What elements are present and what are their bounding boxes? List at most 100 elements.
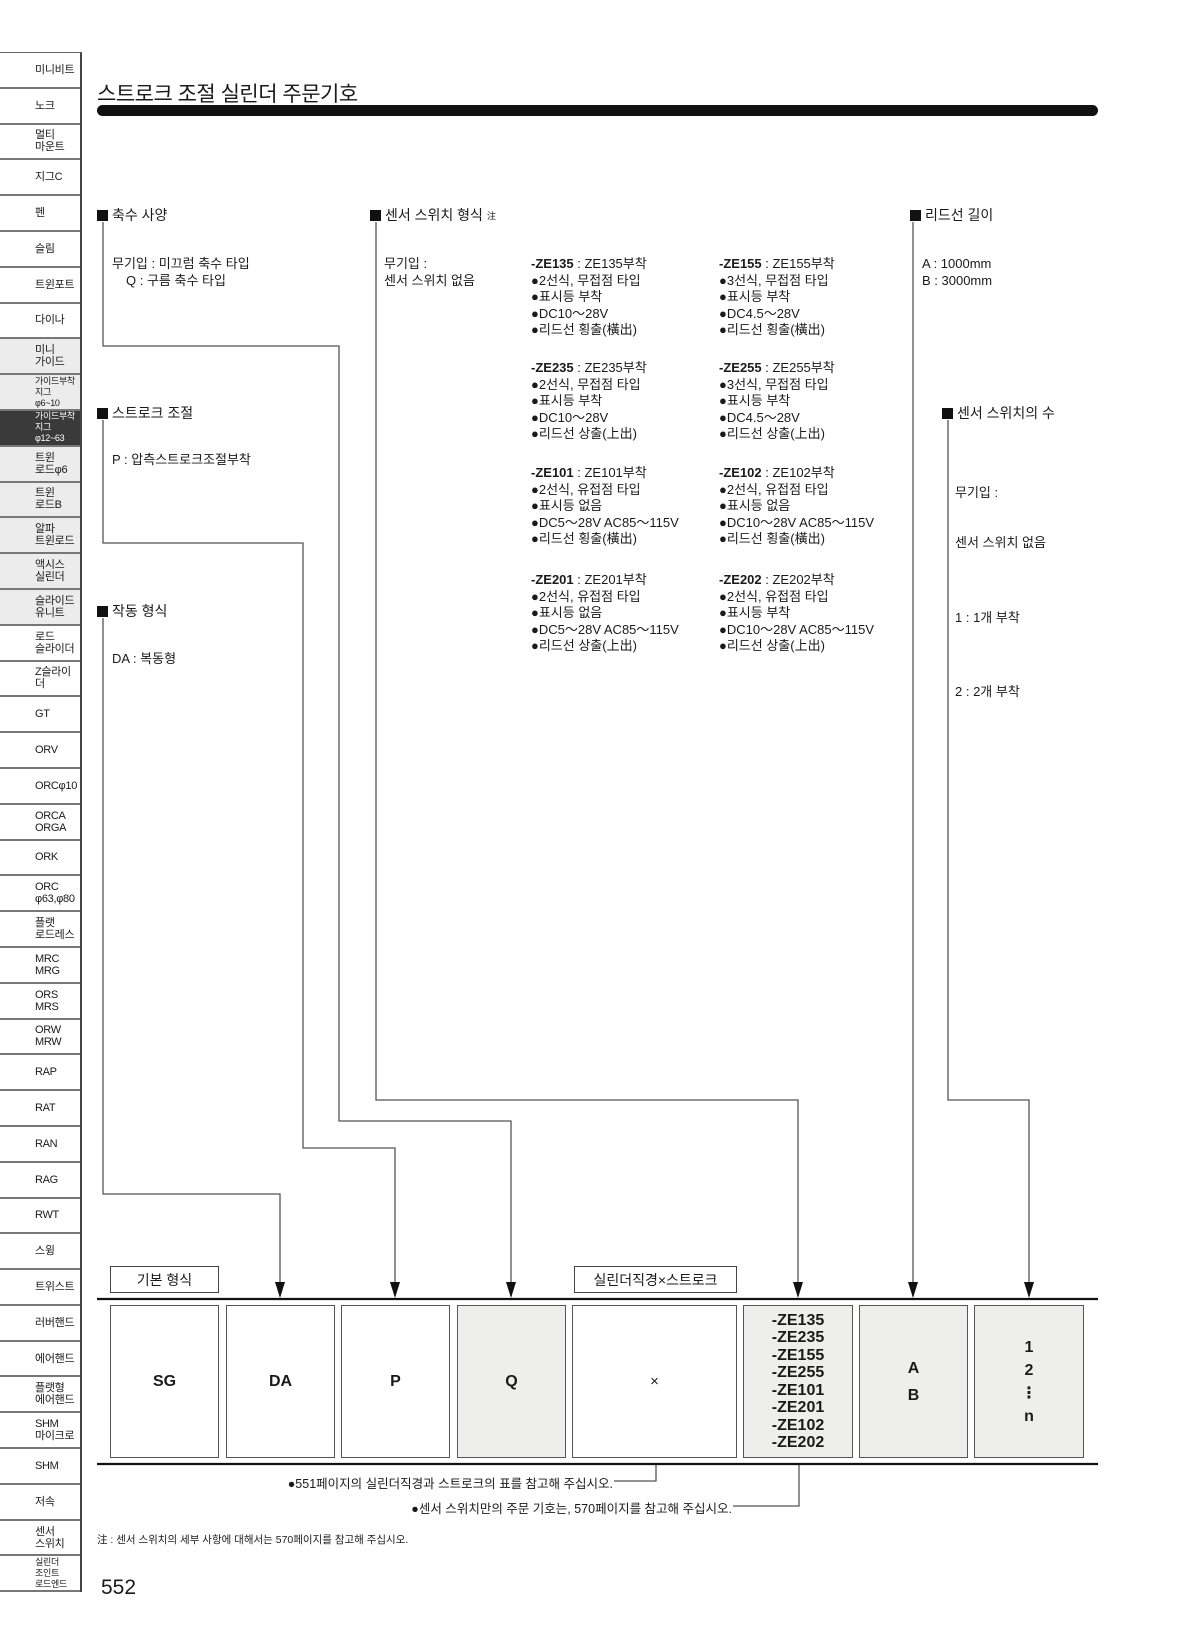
sidebar-item[interactable]: 멀티 마운트 (0, 125, 80, 161)
sensor-spec: ●표시등 없음 (719, 498, 791, 513)
order-code-box: × (572, 1305, 737, 1458)
connector-action (102, 618, 281, 1296)
sensor-type-block: -ZE102 : ZE102부착●2선식, 유접점 타입●표시등 없음●DC10… (719, 465, 874, 548)
sidebar-item[interactable]: 러버핸드 (0, 1306, 80, 1342)
sidebar-item[interactable]: ORS MRS (0, 984, 80, 1020)
sidebar-item[interactable]: ORV (0, 733, 80, 769)
sidebar-item[interactable]: GT (0, 697, 80, 734)
sidebar-item[interactable]: 가이드부착지그 φ6~10 (0, 375, 80, 411)
sensor-spec: ●표시등 부착 (719, 393, 791, 408)
sidebar-item[interactable]: SHM (0, 1449, 80, 1485)
sidebar-item[interactable]: 노크 (0, 89, 80, 125)
sensor-spec: ●표시등 부착 (531, 289, 603, 304)
sidebar-item[interactable]: MRC MRG (0, 948, 80, 984)
code-option: A (907, 1359, 920, 1377)
sidebar-item[interactable]: 센서 스위치 (0, 1521, 80, 1557)
sidebar-item[interactable]: 저속 (0, 1485, 80, 1521)
sidebar-item[interactable]: 다이나 (0, 304, 80, 340)
sidebar-item[interactable]: 트윈포트 (0, 268, 80, 304)
code-option: P (390, 1372, 401, 1390)
sidebar-item[interactable]: 트위스트 (0, 1270, 80, 1306)
square-bullet-icon (910, 209, 921, 221)
connector-sensor (375, 222, 799, 1296)
sidebar-item[interactable]: ORW MRW (0, 1020, 80, 1056)
count-options: 무기입 : 센서 스위치 없음 1 : 1개 부착 2 : 2개 부착 (955, 485, 1046, 699)
sidebar-item[interactable]: RAP (0, 1055, 80, 1092)
sidebar-item[interactable]: 액시스 실린더 (0, 554, 80, 590)
sidebar-item[interactable]: 로드 슬라이더 (0, 626, 80, 662)
section-stroke-header: 스트로크 조절 (97, 403, 193, 423)
sensor-code: -ZE135 (531, 256, 574, 271)
sensor-spec: ●2선식, 무접점 타입 (531, 272, 641, 288)
sidebar-item[interactable]: 미니 가이드 (0, 339, 80, 376)
connector-bearing (102, 222, 512, 1296)
square-bullet-icon (97, 407, 108, 419)
sidebar-item[interactable]: 트윈 로드B (0, 482, 80, 519)
sidebar-item[interactable]: 슬라이드 유니트 (0, 589, 80, 626)
code-option: ⋮ (1021, 1384, 1037, 1402)
sensor-spec: ●리드선 횡출(橫出) (719, 531, 825, 546)
title-rule (97, 105, 1098, 116)
sensor-spec: ●2선식, 무접점 타입 (531, 376, 641, 392)
sidebar-item[interactable]: 슬림 (0, 232, 80, 268)
arrow-icon (793, 1282, 803, 1298)
square-bullet-icon (97, 605, 108, 617)
note-bore-stroke: ●551페이지의 실린더직경과 스트로크의 표를 참고해 주십시오. (287, 1477, 613, 1491)
sensor-desc: : ZE155부착 (761, 256, 835, 271)
code-option: -ZE102 (771, 1416, 825, 1434)
sidebar-item[interactable]: ORCA ORGA (0, 805, 80, 841)
sensor-desc: : ZE102부착 (761, 465, 835, 480)
sidebar-item[interactable]: 가이드부착지그 φ12~63 (0, 410, 80, 447)
order-code-box: P (341, 1305, 450, 1458)
sensor-spec: ●DC5～28V AC85～115V (531, 621, 679, 637)
sidebar-item[interactable]: Z슬라이더 (0, 662, 80, 698)
sidebar-item[interactable]: RAT (0, 1091, 80, 1127)
order-code-box: DA (226, 1305, 335, 1458)
sensor-none-option: 무기입 :센서 스위치 없음 (384, 256, 475, 288)
sidebar-item[interactable]: ORCφ10 (0, 769, 80, 805)
sidebar-item[interactable]: ORK (0, 841, 80, 877)
sidebar-item[interactable]: RWT (0, 1199, 80, 1235)
sensor-desc: : ZE135부착 (573, 256, 647, 271)
note2-connector (733, 1465, 800, 1507)
sensor-spec: ●DC4.5～28V (719, 409, 800, 425)
page-number: 552 (101, 1576, 137, 1599)
label-bore-stroke: 실린더직경×스트로크 (574, 1266, 737, 1293)
sensor-desc: : ZE235부착 (573, 360, 647, 375)
sidebar-item[interactable]: 펜 (0, 196, 80, 232)
sensor-spec: ●표시등 없음 (531, 498, 603, 513)
sensor-code: -ZE202 (719, 572, 762, 587)
code-option: 1 (1024, 1338, 1034, 1356)
sidebar-item[interactable]: 플랫 로드레스 (0, 912, 80, 948)
sidebar-item[interactable]: 플랫형 에어핸드 (0, 1377, 80, 1414)
sensor-type-block: -ZE235 : ZE235부착●2선식, 무접점 타입●표시등 부착●DC10… (531, 360, 647, 443)
sensor-code: -ZE101 (531, 465, 574, 480)
sidebar-item[interactable]: 스윙 (0, 1234, 80, 1271)
sidebar-item[interactable]: SHM 마이크로 (0, 1413, 80, 1450)
code-option: n (1024, 1407, 1034, 1425)
stroke-options: P : 압측스트로크조절부착 (112, 452, 251, 467)
sidebar-item[interactable]: 알파 트윈로드 (0, 518, 80, 555)
sensor-code: -ZE155 (719, 256, 762, 271)
sidebar-item[interactable]: RAN (0, 1127, 80, 1163)
sidebar-item[interactable]: 트윈 로드φ6 (0, 446, 80, 483)
sensor-spec: ●2선식, 유접점 타입 (531, 588, 641, 604)
sidebar-item[interactable]: RAG (0, 1163, 80, 1199)
sidebar-item[interactable]: 지그C (0, 160, 80, 197)
sensor-spec: ●리드선 상출(上出) (719, 426, 825, 441)
sidebar-item[interactable]: 실린더 조인트 로드엔드 (0, 1556, 80, 1593)
sensor-type-block: -ZE201 : ZE201부착●2선식, 유접점 타입●표시등 없음●DC5～… (531, 572, 679, 655)
sensor-desc: : ZE202부착 (761, 572, 835, 587)
code-option: 2 (1024, 1361, 1034, 1379)
sensor-type-block: -ZE202 : ZE202부착●2선식, 유접점 타입●표시등 부착●DC10… (719, 572, 874, 655)
sidebar-item[interactable]: ORC φ63,φ80 (0, 876, 80, 913)
sensor-spec: ●DC10～28V AC85～115V (719, 621, 875, 637)
sidebar-item[interactable]: 미니비트 (0, 53, 80, 89)
sensor-desc: : ZE101부착 (573, 465, 647, 480)
arrow-icon (275, 1282, 285, 1298)
code-option: -ZE135 (771, 1311, 825, 1329)
order-code-box: SG (110, 1305, 219, 1458)
sidebar-item[interactable]: 에어핸드 (0, 1342, 80, 1378)
